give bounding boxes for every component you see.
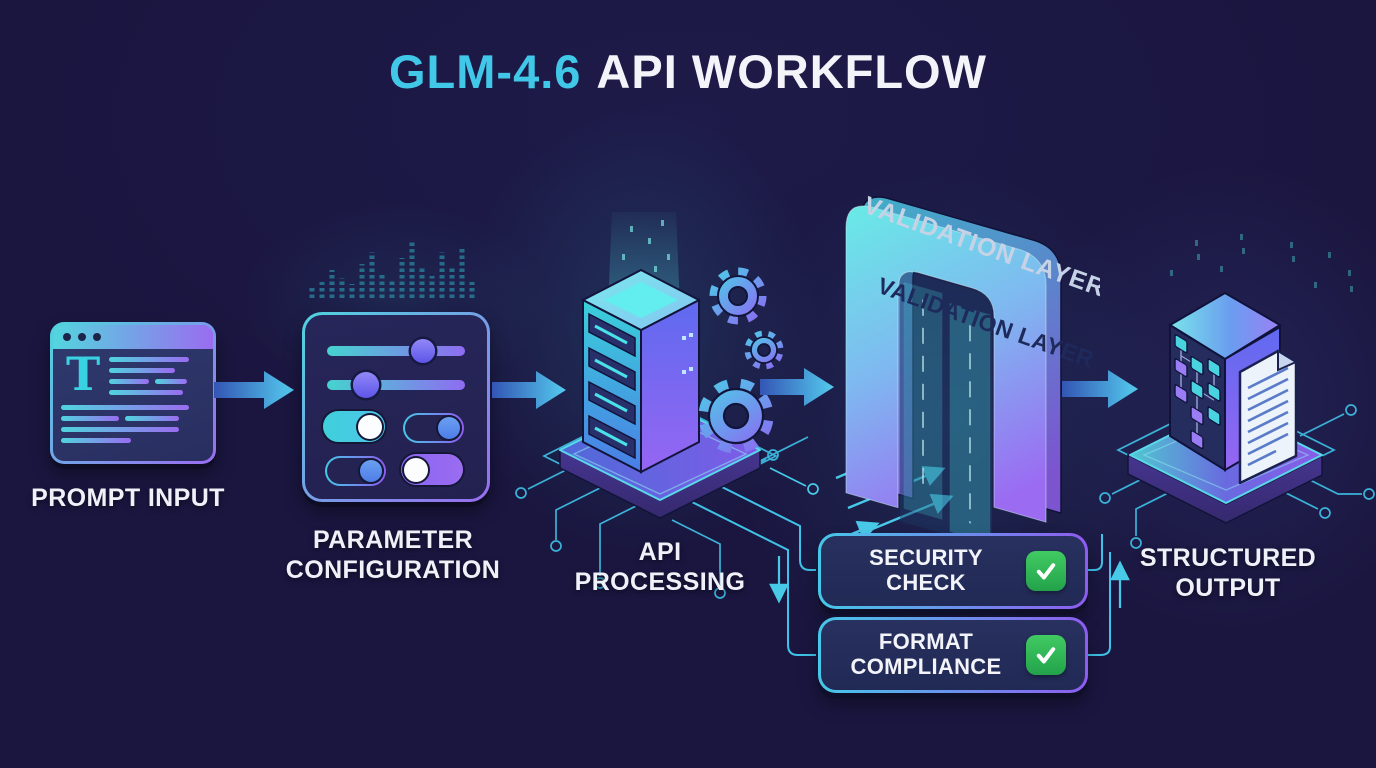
server-leds [682, 333, 693, 374]
cube-document-icon [1127, 234, 1353, 524]
gear-icon [698, 378, 774, 454]
text-lines-icon [61, 357, 189, 443]
binary-rain-decor [1170, 234, 1353, 292]
stage-label-structured-output: STRUCTURED OUTPUT [1139, 544, 1317, 602]
window-dot-icon [78, 333, 86, 341]
arch-frame [845, 205, 1047, 523]
slider-knob [353, 372, 379, 398]
server-gears-icon [559, 212, 784, 519]
window-dot-icon [93, 333, 101, 341]
stage-label-parameter-configuration: PARAMETER CONFIGURATION [285, 526, 501, 584]
stage-label-api-processing: API PROCESSING [574, 538, 746, 596]
badge-connector-lines [683, 481, 1111, 656]
gate-light-streaks [922, 299, 971, 524]
server-slot-lights [594, 324, 628, 447]
toggle-knob [438, 417, 460, 439]
letter-t-glyph: T [66, 347, 101, 401]
stage-label-prompt-input: PROMPT INPUT [31, 484, 225, 512]
slider-knob [411, 339, 435, 363]
flowchart-decor [1174, 334, 1221, 450]
toggle-knob [358, 414, 382, 439]
gear-icon [709, 267, 767, 325]
format-compliance-label: FORMAT COMPLIANCE [850, 629, 1002, 679]
title-suffix: API WORKFLOW [596, 45, 987, 98]
document-text-lines [1247, 366, 1289, 467]
window-dot-icon [63, 333, 71, 341]
slider-track [327, 372, 465, 398]
server-tower [580, 268, 702, 474]
toggle-knob [404, 457, 428, 482]
flow-arrow-icon [214, 371, 294, 409]
equalizer-decor-icon [309, 240, 475, 298]
slider-track [327, 339, 465, 363]
page-title: GLM-4.6 API WORKFLOW [0, 44, 1376, 99]
format-compliance-badge: FORMAT COMPLIANCE [818, 617, 1088, 693]
flow-arrow-icon [492, 371, 566, 409]
toggle-switch-outline [403, 413, 464, 443]
toggle-switch-on [401, 454, 463, 485]
browser-window-text-icon: T [50, 322, 216, 464]
document-icon [1238, 349, 1299, 485]
toggle-knob [360, 460, 382, 482]
toggle-switch-on [323, 411, 385, 442]
toggle-switch-outline [325, 456, 386, 486]
flow-arrow-icon [1062, 370, 1138, 408]
checkmark-icon [1026, 635, 1066, 675]
security-check-badge: SECURITY CHECK [818, 533, 1088, 609]
security-check-label: SECURITY CHECK [869, 545, 983, 595]
gate-panel [903, 281, 943, 520]
flow-arrow-icon [760, 368, 834, 406]
validation-gate-arch-icon: VALIDATION LAYER VALIDATION LAYER [845, 191, 1100, 540]
flow-mini-arrows [769, 556, 1130, 608]
checkmark-icon [1026, 551, 1066, 591]
title-model-name: GLM-4.6 [389, 45, 582, 98]
gear-icon [744, 330, 784, 370]
window-header-bar [53, 325, 213, 349]
sliders-toggles-panel-icon [302, 312, 490, 502]
window-body: T [53, 347, 213, 455]
